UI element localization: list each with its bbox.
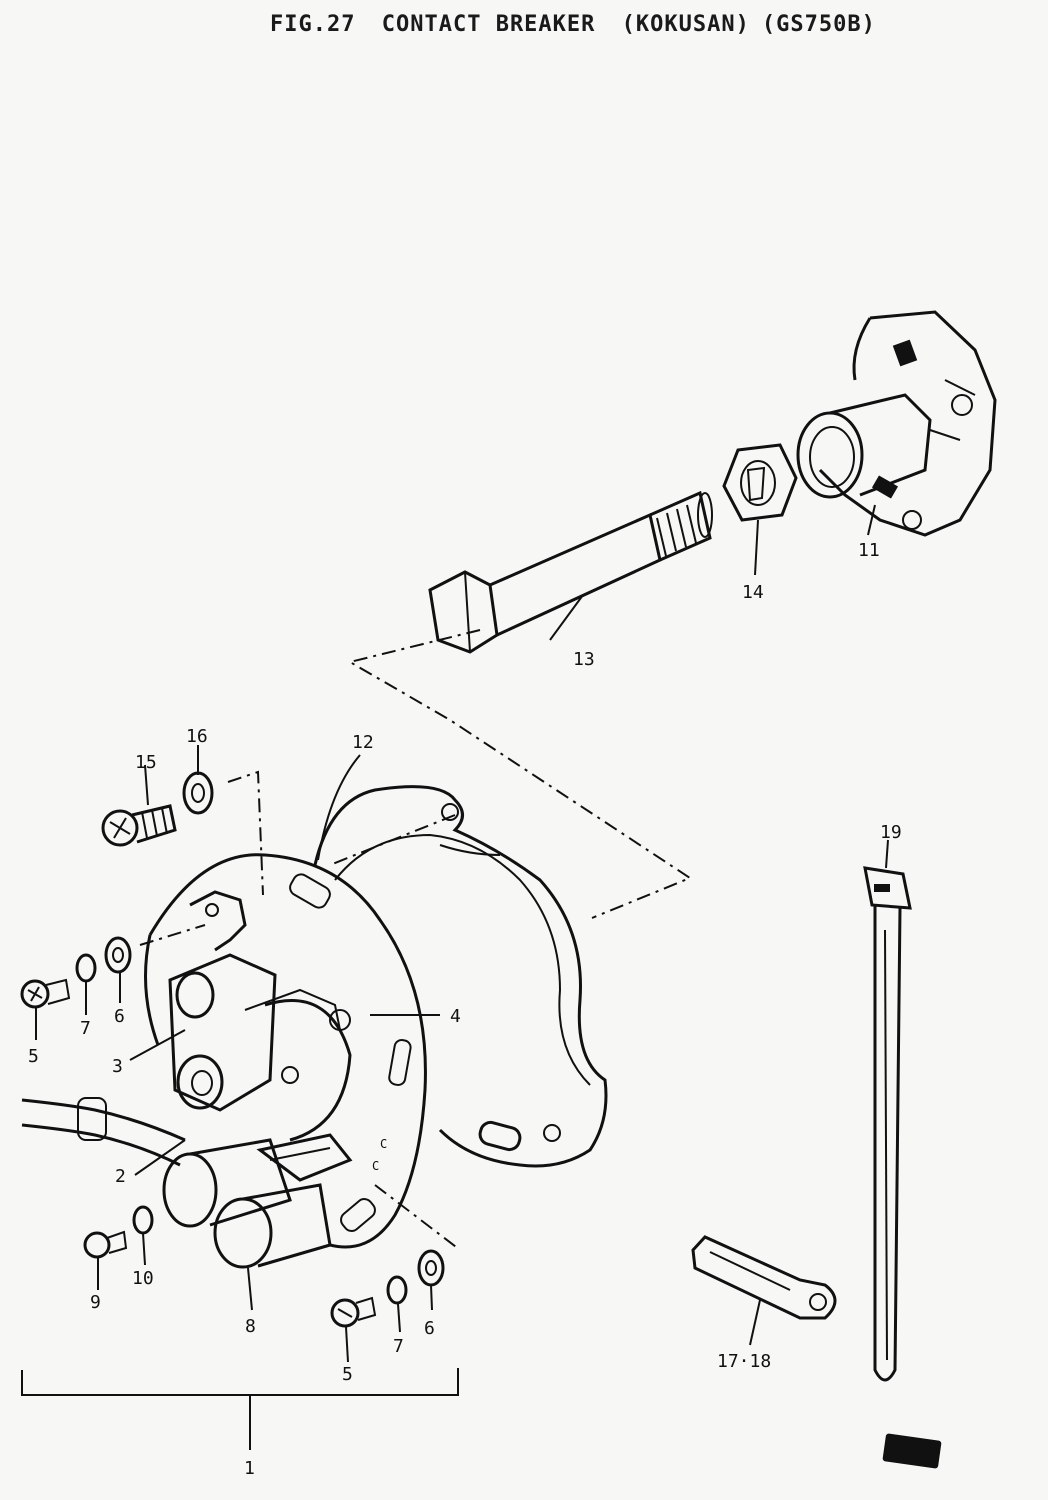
reference-line-washer-6 [139, 924, 206, 946]
label-part-6-upper: 6 [114, 1006, 125, 1027]
label-part-9: 9 [90, 1292, 101, 1313]
reference-line-bolt [347, 629, 693, 919]
part-11-advancer-housing [796, 310, 997, 537]
assembly-bracket [21, 1368, 459, 1396]
reference-line-plate-hole [329, 814, 456, 866]
label-part-17-18: 17·18 [717, 1351, 771, 1372]
figure-number: FIG.27 [270, 12, 356, 37]
part-15-screw [101, 804, 177, 847]
label-part-16: 16 [186, 726, 208, 747]
part-5-screw-lower [330, 1296, 377, 1328]
part-6-washer-lower [417, 1249, 445, 1287]
reference-line-c [374, 1184, 461, 1251]
label-part-19: 19 [880, 822, 902, 843]
label-part-10: 10 [132, 1268, 154, 1289]
part-10-washer [132, 1205, 154, 1235]
part-12-gasket-plate [313, 785, 608, 1168]
label-part-15: 15 [135, 752, 157, 773]
label-c-1: C [380, 1137, 387, 1151]
label-part-5-lower: 5 [342, 1364, 353, 1385]
part-14-lock-nut [722, 443, 798, 522]
part-labels: 11 14 13 12 16 15 19 4 6 7 5 3 2 C C 9 1… [28, 540, 902, 1479]
label-c-2: C [372, 1159, 379, 1173]
part-16-washer [182, 771, 214, 815]
label-part-12: 12 [352, 732, 374, 753]
figure-model: (GS750B) [761, 12, 876, 37]
part-5-screw-upper [20, 978, 71, 1009]
figure-name: CONTACT BREAKER [381, 12, 596, 37]
label-part-2: 2 [115, 1166, 126, 1187]
label-part-4: 4 [450, 1006, 461, 1027]
label-part-1: 1 [244, 1458, 255, 1479]
part-8-condenser [162, 1138, 332, 1269]
part-17-18-clamp [691, 1235, 837, 1320]
figure-title: FIG.27 CONTACT BREAKER (KOKUSAN) (GS750B) [270, 12, 875, 37]
part-9-screw [83, 1230, 128, 1259]
part-13-bolt [428, 490, 713, 654]
part-19-tie-strap [863, 866, 912, 1382]
part-1-base-plate-assembly [21, 853, 427, 1269]
label-part-13: 13 [573, 649, 595, 670]
label-part-5-upper: 5 [28, 1046, 39, 1067]
label-part-6-lower: 6 [424, 1318, 435, 1339]
part-6-washer-upper [104, 936, 132, 974]
label-part-14: 14 [742, 582, 764, 603]
label-part-8: 8 [245, 1316, 256, 1337]
label-part-11: 11 [858, 540, 880, 561]
reference-line-screw-15 [227, 770, 264, 896]
leader-lines [35, 504, 889, 1363]
part-7-lock-washer-upper [75, 953, 97, 983]
figure-maker: (KOKUSAN) [621, 12, 750, 37]
part-7-lock-washer-lower [386, 1275, 408, 1305]
label-part-7-lower: 7 [393, 1336, 404, 1357]
label-part-7-upper: 7 [80, 1018, 91, 1039]
label-part-3: 3 [112, 1056, 123, 1077]
